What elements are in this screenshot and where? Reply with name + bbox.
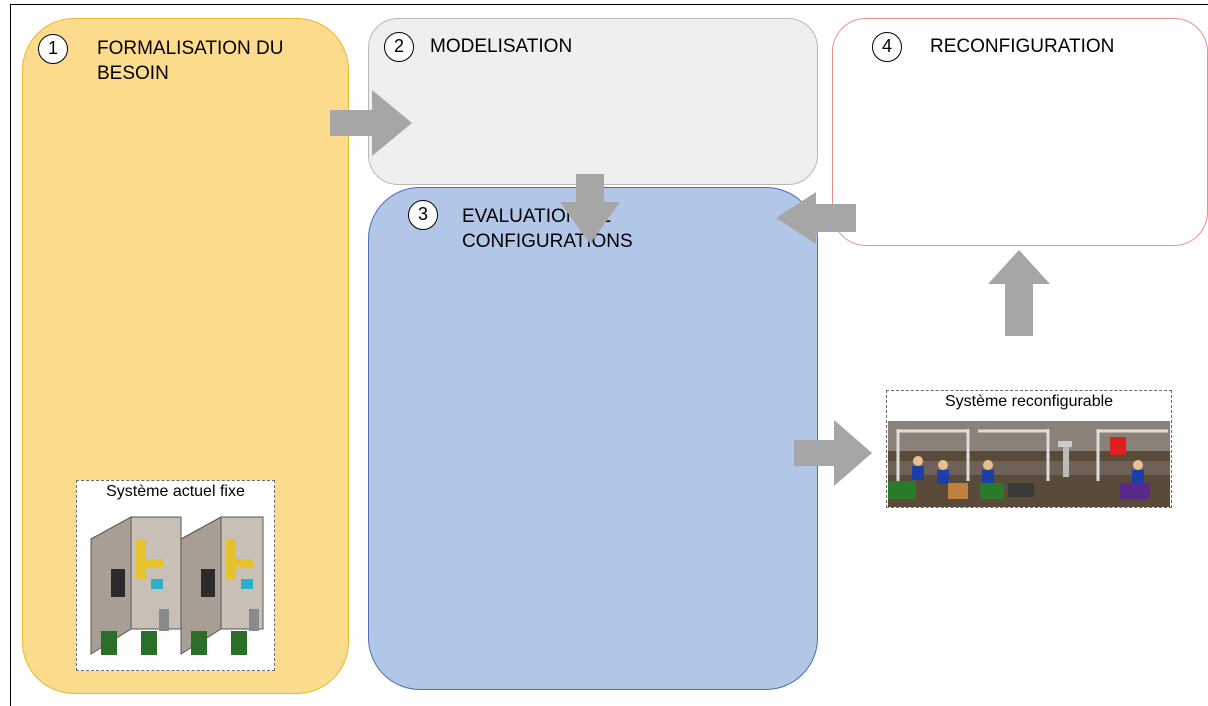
arrow-down-2-to-3 bbox=[560, 174, 620, 244]
step-2-number: 2 bbox=[384, 32, 414, 62]
frame-top-border bbox=[10, 4, 1208, 5]
reconfigurable-system-illustration bbox=[888, 421, 1170, 507]
reconfigurable-system-caption: Système reconfigurable bbox=[944, 393, 1114, 410]
current-system-caption: Système actuel fixe bbox=[106, 483, 245, 500]
step-2-panel bbox=[368, 18, 818, 185]
reconfigurable-system-image: Système reconfigurable bbox=[886, 390, 1172, 508]
step-4-number: 4 bbox=[872, 32, 902, 62]
step-1-title: FORMALISATION DU BESOIN bbox=[97, 38, 284, 84]
step-3-number: 3 bbox=[408, 200, 438, 230]
arrow-left-4-to-3 bbox=[776, 192, 856, 244]
arrow-right-3-to-system bbox=[794, 420, 872, 486]
current-system-image: Système actuel fixe bbox=[76, 480, 275, 671]
arrow-up-to-4 bbox=[988, 250, 1050, 336]
current-system-illustration bbox=[90, 516, 264, 655]
step-4-title: RECONFIGURATION bbox=[930, 36, 1115, 57]
frame-left-border bbox=[10, 4, 11, 706]
step-2-title: MODELISATION bbox=[430, 36, 573, 57]
arrow-right-1-to-2 bbox=[330, 90, 412, 156]
step-1-number: 1 bbox=[38, 34, 68, 64]
step-3-panel bbox=[368, 187, 818, 690]
